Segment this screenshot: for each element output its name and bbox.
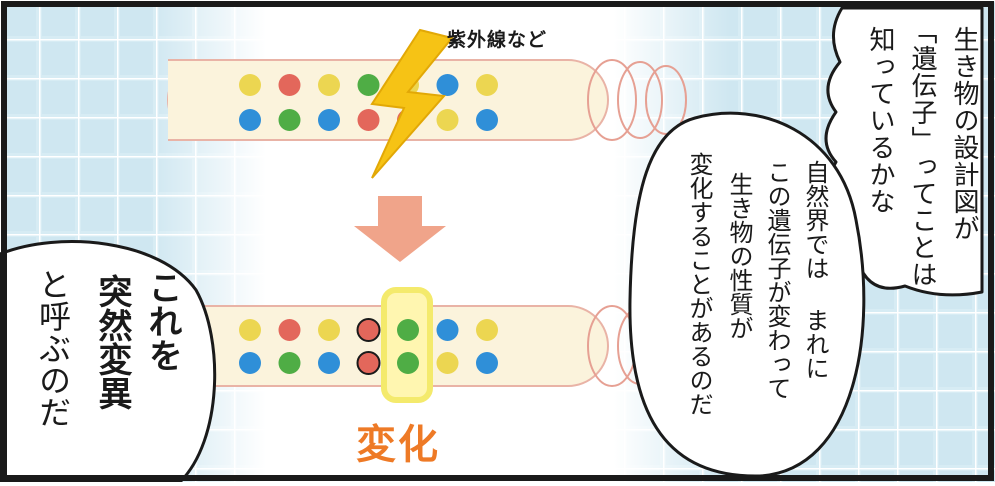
dna-base-blue [239, 352, 261, 374]
dna-base-red [357, 109, 380, 131]
bubble-middle-line-4: 変化することがあるのだ [685, 152, 713, 416]
dna-base-green [278, 109, 301, 131]
dna-base-green [278, 352, 301, 374]
dna-base-yellow [318, 74, 340, 96]
bubble-top-right-line-3: 知っているかな [865, 26, 895, 215]
dna-base-blue [318, 109, 340, 131]
dna-base-green [397, 319, 419, 341]
dna-beads-bottom [239, 318, 498, 375]
dna-base-green [397, 352, 419, 374]
dna-base-blue [239, 109, 261, 131]
dna-base-yellow [476, 74, 498, 96]
bubble-top-right-line-1: 生き物の設計図が [949, 26, 979, 242]
dna-base-yellow [436, 109, 459, 131]
dna-base-yellow [476, 319, 498, 341]
bubble-middle-line-2: この遺伝子が変わって [763, 160, 791, 400]
bubble-left-line-2: 突然変異 [92, 274, 132, 410]
bubble-top-right-line-2: 「遺伝子」ってことは [907, 18, 937, 288]
dna-base-blue [318, 352, 340, 374]
dna-base-red [278, 74, 301, 96]
bubble-left-line-1: これを [142, 270, 182, 372]
dna-base-blue [436, 319, 459, 341]
dna-base-blue [436, 74, 459, 96]
dna-base-blue [476, 352, 498, 374]
dna-base-blue [476, 109, 498, 131]
dna-coil-top [587, 59, 687, 141]
dna-base-red [356, 351, 381, 375]
lightning-bolt-icon [370, 28, 454, 179]
dna-base-yellow [239, 319, 261, 341]
uv-label: 紫外線など [447, 29, 548, 51]
dna-base-red [278, 319, 301, 341]
dna-base-green [357, 74, 380, 96]
speech-bubble-middle-right [628, 111, 866, 478]
dna-base-yellow [239, 74, 261, 96]
bubble-left-line-3: と呼ぶのだ [34, 268, 72, 428]
dna-base-yellow [436, 352, 459, 374]
dna-base-yellow [318, 319, 340, 341]
mutation-highlight [381, 287, 433, 403]
dna-base-red [356, 318, 381, 342]
bubble-middle-line-3: 生き物の性質が [725, 172, 753, 340]
down-arrow-icon [354, 196, 446, 262]
change-label: 変化 [356, 422, 440, 468]
bubble-middle-line-1: 自然界では まれに [801, 160, 829, 380]
speech-bubble-left [0, 240, 217, 484]
